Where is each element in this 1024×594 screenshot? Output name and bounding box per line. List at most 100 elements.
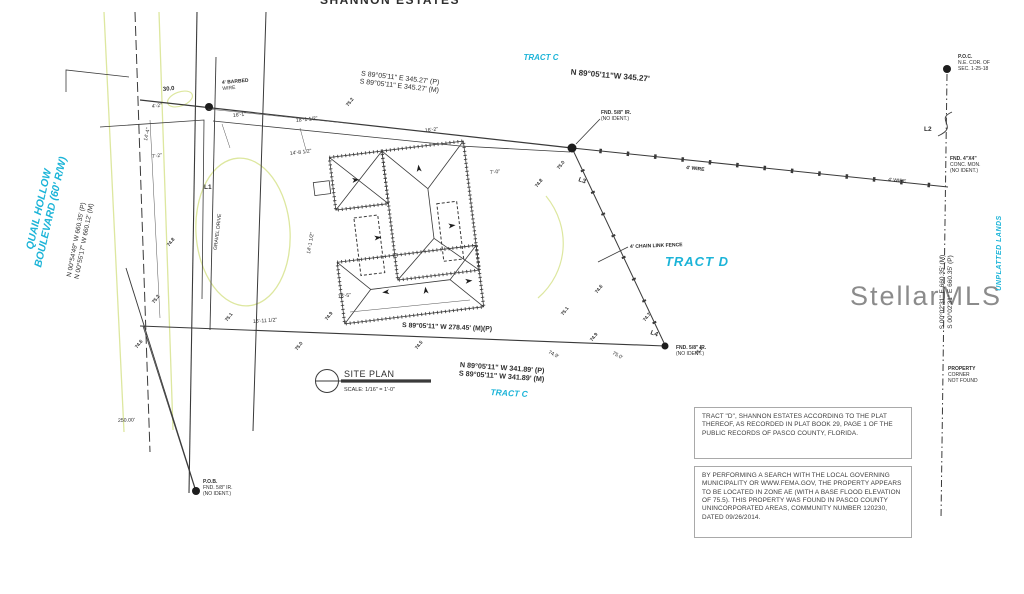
mon-line2: CONC. MON.	[950, 162, 981, 168]
dim-label: 18'-5"	[338, 293, 352, 300]
mon-line3: (NO IDENT.)	[950, 168, 978, 174]
pc-line2: CORNER	[948, 372, 970, 378]
ne-monument-label: FND. 5/8" IR. (NO IDENT.)	[601, 110, 632, 122]
dim-label: 14'-8 1/2"	[290, 148, 313, 157]
pc-line3: NOT FOUND	[948, 378, 978, 384]
pob-line2: FND. 5/8" IR.	[203, 485, 233, 491]
spot-elevations: 75.2 74.8 75.0 74.6 74.9 75.1 74.7 75.3 …	[134, 97, 705, 357]
dim-label: 18'-1 1/2"	[296, 116, 319, 124]
spot-elevation: 75.2	[345, 97, 356, 108]
spot-elevation: 75.2	[151, 294, 162, 305]
diagonal-fence-line	[571, 147, 666, 346]
east-bearing: S 00°02'31" E 660.35' (M) S 00°02'31" E …	[938, 255, 954, 330]
spot-elevation: 74.5	[414, 340, 425, 351]
line-label-l2: L2	[924, 126, 932, 133]
dim-label: 16'-11 1/2"	[253, 317, 278, 325]
dim-label: 16'-2"	[425, 127, 439, 134]
north-boundary-line	[139, 99, 573, 149]
ne-monument-line1: FND. 5/8" IR.	[601, 110, 632, 116]
south-boundary-line	[139, 325, 666, 347]
leader-lines	[65, 69, 629, 300]
line-label-l4: L4	[649, 329, 659, 338]
highlight-ellipse	[195, 157, 291, 307]
dim-label: 74.9'	[547, 349, 560, 360]
poc-label: P.O.C. N.E. COR. OF SEC. 1-25-18	[958, 54, 990, 72]
barbed-wire-label: 4' BARBED WIRE	[222, 78, 250, 92]
spot-elevation: 75.0	[294, 341, 305, 352]
se-corner-point	[661, 342, 669, 350]
flood-zone-note: BY PERFORMING A SEARCH WITH THE LOCAL GO…	[694, 466, 912, 538]
spot-elevation: 75.1	[224, 312, 235, 323]
wire-fence-label-2: 4' WIRE	[888, 177, 907, 185]
roof-slope-arrows	[351, 164, 473, 296]
conc-mon-label: FND. 4"X4" CONC. MON. (NO IDENT.)	[950, 156, 981, 174]
road-name-label: QUAIL HOLLOW BOULEVARD (60' R/W)	[24, 155, 69, 268]
sheet-title-partial: SHANNON ESTATES	[320, 0, 460, 7]
spot-elevation: 75.3	[694, 346, 705, 357]
spot-elevation: 74.6	[134, 339, 145, 350]
dimension-labels: 4'-2" 16'-1" 18'-1 1/2" 14'-4" 7'-2" 14'…	[118, 103, 624, 424]
pob-point	[192, 487, 200, 495]
nw-corner-point	[205, 103, 213, 111]
dim-label: 75.0'	[611, 350, 624, 361]
se-monument-line1: FND. 5/8" IR.	[676, 345, 707, 351]
south-bearing: N 89°05'11" W 341.89' (P) S 89°05'11" W …	[459, 360, 546, 383]
dim-label: 250.00'	[118, 417, 135, 424]
spot-elevation: 74.9	[589, 332, 600, 343]
break-line-squiggle	[937, 111, 953, 137]
chain-link-label: 4' CHAIN LINK FENCE	[630, 242, 683, 250]
site-plan-title: SITE PLAN	[344, 369, 395, 379]
west-bearing: N 00°54'49" W 660.35' (P) N 00°55'17" W …	[65, 202, 95, 280]
dimension-lines	[149, 108, 471, 319]
poc-point	[943, 65, 951, 73]
spot-elevation: 74.7	[642, 312, 653, 323]
north-fence-line	[571, 147, 949, 188]
dim-label: 14'-1 1/2"	[306, 232, 316, 255]
dist-30-label: 30.0	[163, 86, 176, 93]
ne-corner-point	[567, 143, 577, 153]
tract-c-bottom-label: TRACT C	[490, 387, 529, 399]
site-plan-scale: SCALE: 1/16" = 1'-0"	[344, 387, 395, 393]
east-bearing-plat: S 00°02'31" E 660.35' (P)	[946, 255, 954, 329]
line-label-l3: L3	[577, 176, 587, 185]
spot-elevation: 74.8	[534, 178, 545, 189]
mon-line1: FND. 4"X4"	[950, 156, 977, 162]
property-corner-label: PROPERTY CORNER NOT FOUND	[948, 366, 978, 384]
corner-monuments	[192, 65, 951, 495]
dim-label: 16'-1"	[233, 112, 247, 119]
se-monument-line2: (NO IDENT.)	[676, 351, 704, 357]
pob-label: P.O.B. FND. 5/8" IR. (NO IDENT.)	[203, 479, 233, 497]
spot-elevation: 74.8	[166, 237, 177, 248]
east-boundary-line	[940, 73, 948, 520]
east-bearing-meas: S 00°02'31" E 660.35' (M)	[938, 255, 946, 330]
gravel-drive-label: GRAVEL DRIVE	[213, 213, 223, 251]
dim-label: 4'-2"	[151, 103, 162, 110]
spot-elevation: 75.1	[560, 306, 571, 317]
house-footprint	[312, 139, 486, 326]
dim-label: 14'-4"	[143, 127, 152, 141]
legal-description-note: TRACT "D", SHANNON ESTATES ACCORDING TO …	[694, 407, 912, 459]
pob-line3: (NO IDENT.)	[203, 491, 231, 497]
wire-fence-label: 4' WIRE	[686, 165, 706, 173]
spot-elevation: 75.0	[556, 160, 567, 171]
tract-c-top-label: TRACT C	[523, 53, 558, 62]
se-monument-label: FND. 5/8" IR. (NO IDENT.)	[676, 345, 707, 357]
barbed-line1: 4' BARBED	[222, 78, 250, 86]
watermark-text: StellarMLS	[850, 281, 1002, 311]
dim-label: 7'-0"	[490, 169, 501, 176]
pc-line1: PROPERTY	[948, 366, 976, 372]
dim-label: 7'-2"	[151, 153, 162, 160]
ne-monument-line2: (NO IDENT.)	[601, 116, 629, 122]
site-plan-titleblock: SITE PLAN SCALE: 1/16" = 1'-0"	[315, 369, 431, 393]
highlight-lines	[103, 11, 564, 433]
tract-d-label: TRACT D	[665, 254, 729, 269]
spot-elevation: 74.6	[594, 284, 605, 295]
barbed-line2: WIRE	[222, 85, 236, 92]
poc-line1: P.O.C.	[958, 54, 973, 60]
poc-line2: N.E. COR. OF	[958, 60, 990, 66]
south-line-bearing: S 89°05'11" W 278.45' (M)(P)	[402, 321, 492, 333]
unplatted-lands-label: UNPLATTED LANDS	[996, 215, 1003, 290]
pob-line1: P.O.B.	[203, 479, 218, 485]
poc-line3: SEC. 1-25-18	[958, 66, 989, 72]
